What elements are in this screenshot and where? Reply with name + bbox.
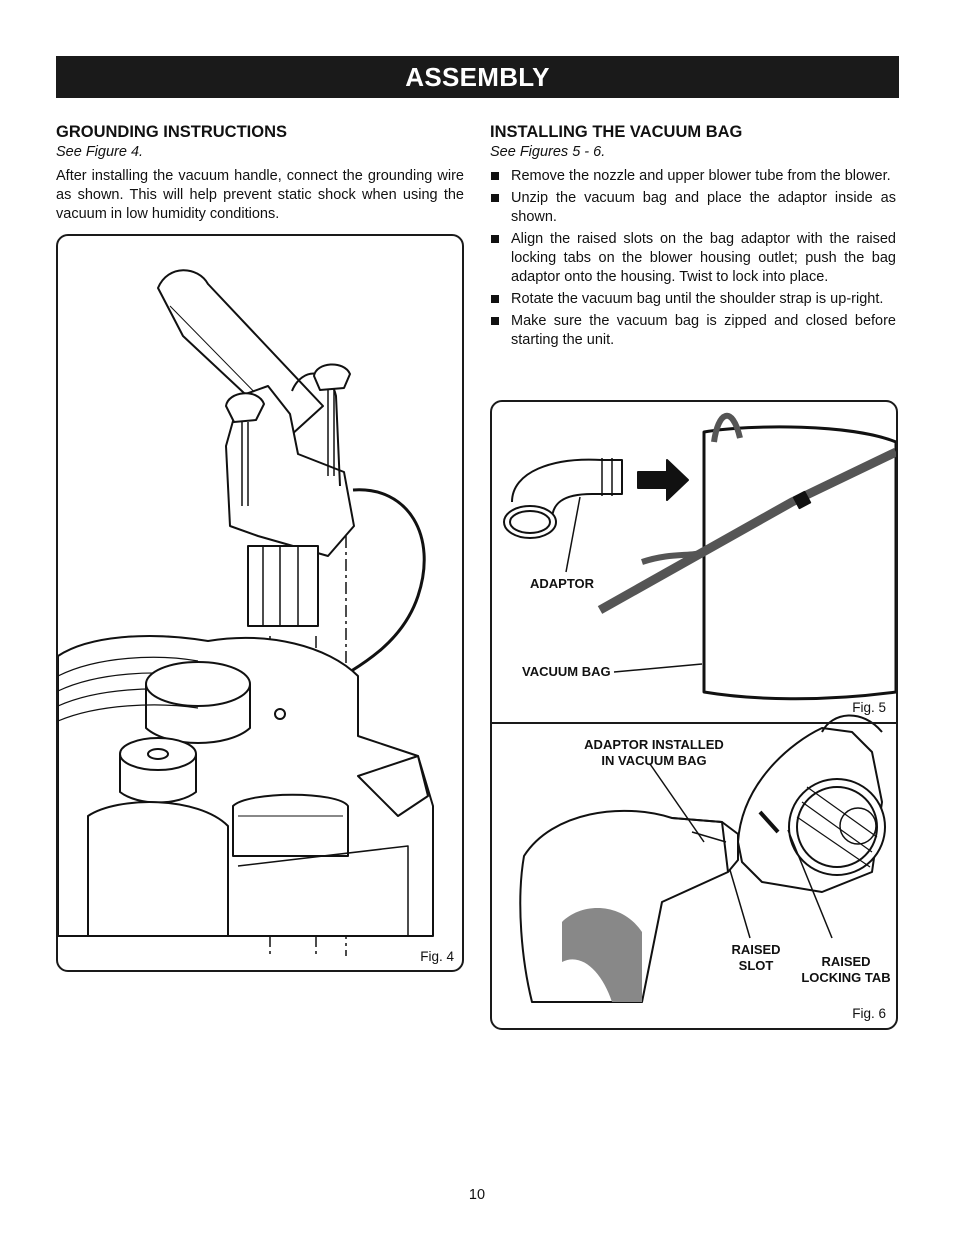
fig6-label: Fig. 6	[852, 1006, 886, 1021]
vacuum-bag-heading: INSTALLING THE VACUUM BAG	[490, 123, 743, 141]
step-item: Make sure the vacuum bag is zipped and c…	[490, 312, 896, 350]
vacuum-bag-steps: Remove the nozzle and upper blower tube …	[490, 167, 896, 350]
grounding-figure-ref: See Figure 4.	[56, 144, 144, 160]
bullet-square-icon	[491, 235, 499, 243]
fig4-illustration	[58, 269, 434, 956]
vacuum-bag-section: INSTALLING THE VACUUM BAG See Figures 5 …	[490, 122, 896, 353]
fig5-label: Fig. 5	[852, 700, 886, 715]
callout-raised-slot-line1: RAISED	[731, 942, 781, 957]
step-text: Unzip the vacuum bag and place the adapt…	[511, 190, 896, 225]
fig5-6-illustration	[503, 413, 896, 1003]
callout-raised-locking-tab: RAISED LOCKING TAB	[796, 954, 896, 986]
figure-4: Fig. 4	[56, 234, 464, 972]
callout-raised-slot-line2: SLOT	[738, 958, 774, 973]
callout-raised-tab-line2: LOCKING TAB	[801, 970, 891, 985]
vacuum-bag-figure-ref: See Figures 5 - 6.	[490, 144, 606, 160]
callout-adaptor-installed-line2: IN VACUUM BAG	[601, 753, 707, 768]
figure-5-6: ADAPTOR VACUUM BAG Fig. 5 ADAPTOR INSTAL…	[490, 400, 898, 1030]
page-number: 10	[468, 1187, 486, 1203]
callout-raised-slot: RAISED SLOT	[726, 942, 786, 974]
callout-raised-tab-line1: RAISED	[821, 954, 871, 969]
grounding-heading: GROUNDING INSTRUCTIONS	[56, 123, 287, 141]
grounding-section: GROUNDING INSTRUCTIONS See Figure 4. Aft…	[56, 122, 464, 224]
callout-adaptor: ADAPTOR	[530, 576, 595, 591]
step-text: Align the raised slots on the bag adapto…	[511, 231, 896, 285]
step-item: Unzip the vacuum bag and place the adapt…	[490, 189, 896, 227]
step-text: Rotate the vacuum bag until the shoulder…	[511, 291, 884, 307]
step-item: Remove the nozzle and upper blower tube …	[490, 167, 896, 186]
section-banner: ASSEMBLY	[56, 56, 899, 98]
section-title: ASSEMBLY	[405, 62, 550, 92]
grounding-body: After installing the vacuum handle, conn…	[56, 168, 464, 222]
step-text: Make sure the vacuum bag is zipped and c…	[511, 313, 896, 348]
bullet-square-icon	[491, 194, 499, 202]
fig4-label: Fig. 4	[420, 949, 454, 964]
callout-adaptor-installed-line1: ADAPTOR INSTALLED	[584, 737, 724, 752]
callout-adaptor-installed: ADAPTOR INSTALLED IN VACUUM BAG	[584, 737, 724, 769]
callout-vacuum-bag: VACUUM BAG	[522, 664, 611, 679]
figure-divider	[492, 722, 896, 724]
bullet-square-icon	[491, 172, 499, 180]
step-item: Rotate the vacuum bag until the shoulder…	[490, 290, 896, 309]
step-item: Align the raised slots on the bag adapto…	[490, 230, 896, 287]
bullet-square-icon	[491, 317, 499, 325]
bullet-square-icon	[491, 295, 499, 303]
step-text: Remove the nozzle and upper blower tube …	[511, 168, 891, 184]
